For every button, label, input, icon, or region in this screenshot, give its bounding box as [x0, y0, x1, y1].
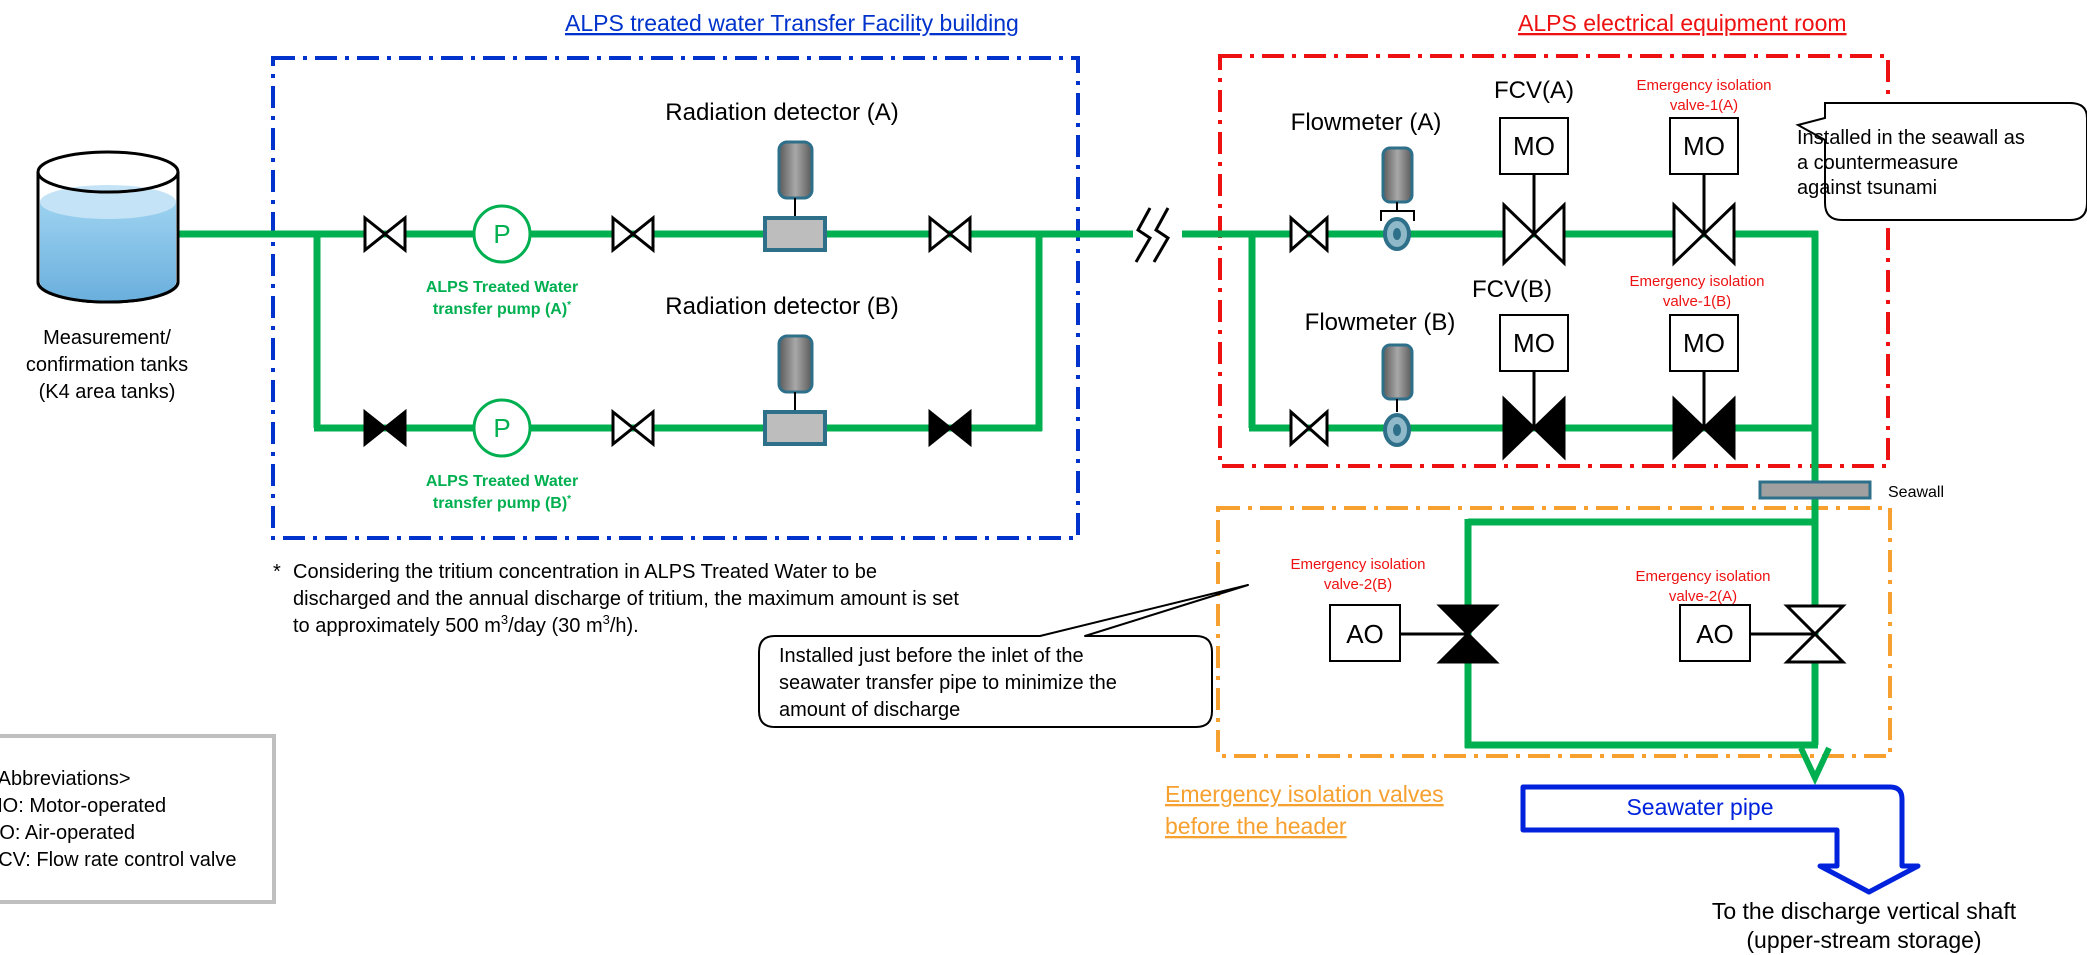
manual-valve-2b[interactable]	[611, 408, 655, 448]
fcv-b-valve[interactable]	[1499, 314, 1569, 461]
footnote-line2: discharged and the annual discharge of t…	[293, 588, 959, 610]
manual-valve-1a[interactable]	[363, 214, 407, 254]
inlet-callout-line2: seawater transfer pipe to minimize the	[779, 672, 1117, 694]
emergency-valve-1a-label-2: valve-1(A)	[1670, 97, 1738, 114]
flowmeter-a-label: Flowmeter (A)	[1291, 109, 1442, 136]
legend-title: <Abbreviations>	[0, 768, 131, 790]
building-boundary	[271, 56, 1080, 540]
emergency-valve-2a-label-2: valve-2(A)	[1669, 588, 1737, 605]
room-manual-valve-a[interactable]	[1289, 214, 1329, 254]
legend-fcv: FCV: Flow rate control valve	[0, 849, 236, 871]
destination-line1: To the discharge vertical shaft	[1712, 898, 2017, 924]
emergency-valve-2a[interactable]	[1679, 604, 1847, 664]
seawater-pipe-label: Seawater pipe	[1626, 794, 1773, 820]
emergency-valve-1a-actuator: MO	[1683, 131, 1725, 161]
tsunami-callout-line1: Installed in the seawall as	[1797, 127, 2025, 149]
tsunami-callout-line3: against tsunami	[1797, 177, 1937, 199]
emergency-valve-1a[interactable]	[1669, 117, 1739, 267]
pump-a-symbol: P	[493, 219, 510, 249]
footnote-line3: to approximately 500 m3/day (30 m3/h).	[293, 612, 639, 637]
fcv-a-valve[interactable]	[1499, 117, 1569, 267]
electrical-room-heading: ALPS electrical equipment room	[1518, 10, 1847, 36]
emergency-valve-2a-actuator: AO	[1696, 619, 1734, 649]
room-manual-valve-b[interactable]	[1289, 408, 1329, 448]
measurement-tank	[36, 150, 180, 304]
emergency-valve-1a-label-1: Emergency isolation	[1636, 77, 1771, 94]
fcv-a-label: FCV(A)	[1494, 77, 1574, 104]
emergency-valve-2b[interactable]	[1329, 604, 1500, 664]
seawater-pipe	[1520, 784, 1921, 895]
pump-b-label-line2: transfer pump (B)*	[433, 494, 571, 512]
emergency-valve-2b-label-2: valve-2(B)	[1324, 576, 1392, 593]
legend-mo: MO: Motor-operated	[0, 795, 166, 817]
fcv-b-actuator: MO	[1513, 328, 1555, 358]
flowmeter-b-label: Flowmeter (B)	[1305, 309, 1456, 336]
manual-valve-2a[interactable]	[611, 214, 655, 254]
seawall-label: Seawall	[1888, 484, 1944, 501]
fcv-a-actuator: MO	[1513, 131, 1555, 161]
radiation-detector-b[interactable]	[763, 334, 827, 446]
abbreviations-legend-box	[0, 734, 276, 904]
emergency-valve-2b-actuator: AO	[1346, 619, 1384, 649]
emergency-valve-2a-label-1: Emergency isolation	[1635, 568, 1770, 585]
building-heading: ALPS treated water Transfer Facility bui…	[565, 10, 1019, 36]
inlet-callout-line1: Installed just before the inlet of the	[779, 645, 1084, 667]
tank-label-line2: confirmation tanks	[26, 354, 188, 376]
pump-a-label-line2: transfer pump (A)*	[433, 300, 571, 318]
manual-valve-3a[interactable]	[928, 214, 972, 254]
legend-ao: AO: Air-operated	[0, 822, 135, 844]
radiation-detector-a[interactable]	[763, 140, 827, 252]
flowmeter-a[interactable]	[1380, 146, 1415, 251]
manual-valve-1b-closed[interactable]	[363, 408, 407, 448]
fcv-b-label: FCV(B)	[1472, 276, 1552, 303]
tank-label-line3: (K4 area tanks)	[39, 381, 176, 403]
seawall-bar	[1758, 480, 1872, 500]
inlet-callout-line3: amount of discharge	[779, 699, 960, 721]
radiation-detector-a-label: Radiation detector (A)	[665, 99, 898, 126]
manual-valve-3b-closed[interactable]	[928, 408, 972, 448]
emergency-valve-2b-label-1: Emergency isolation	[1290, 556, 1425, 573]
emergency-valve-area-boundary	[1216, 506, 1892, 758]
footnote-star: *	[273, 561, 281, 583]
emergency-valve-1b-actuator: MO	[1683, 328, 1725, 358]
emergency-area-heading-1: Emergency isolation valves	[1165, 781, 1444, 807]
radiation-detector-b-label: Radiation detector (B)	[665, 293, 898, 320]
pump-a-footnote-mark: *	[567, 300, 571, 311]
pump-a-label-line1: ALPS Treated Water	[426, 279, 578, 296]
pump-b-symbol: P	[493, 413, 510, 443]
flow-arrow	[1798, 746, 1832, 786]
electrical-room-boundary	[1218, 54, 1890, 468]
tsunami-callout-line2: a countermeasure	[1797, 152, 1958, 174]
transfer-pump-b[interactable]: P	[472, 398, 532, 458]
tsunami-callout	[1795, 102, 2087, 221]
emergency-area-heading-2: before the header	[1165, 813, 1347, 839]
emergency-valve-1b[interactable]	[1669, 314, 1739, 461]
pipe-break-symbol	[1133, 200, 1182, 270]
transfer-pump-a[interactable]: P	[472, 204, 532, 264]
emergency-valve-1b-label-1: Emergency isolation	[1629, 273, 1764, 290]
tank-label-line1: Measurement/	[43, 327, 171, 349]
destination-line2: (upper-stream storage)	[1746, 927, 1981, 953]
flowmeter-b[interactable]	[1381, 343, 1414, 447]
footnote-line1: Considering the tritium concentration in…	[293, 561, 877, 583]
pump-b-label-line1: ALPS Treated Water	[426, 473, 578, 490]
inlet-callout	[758, 584, 1249, 728]
emergency-valve-1b-label-2: valve-1(B)	[1663, 293, 1731, 310]
pump-b-footnote-mark: *	[567, 494, 571, 505]
